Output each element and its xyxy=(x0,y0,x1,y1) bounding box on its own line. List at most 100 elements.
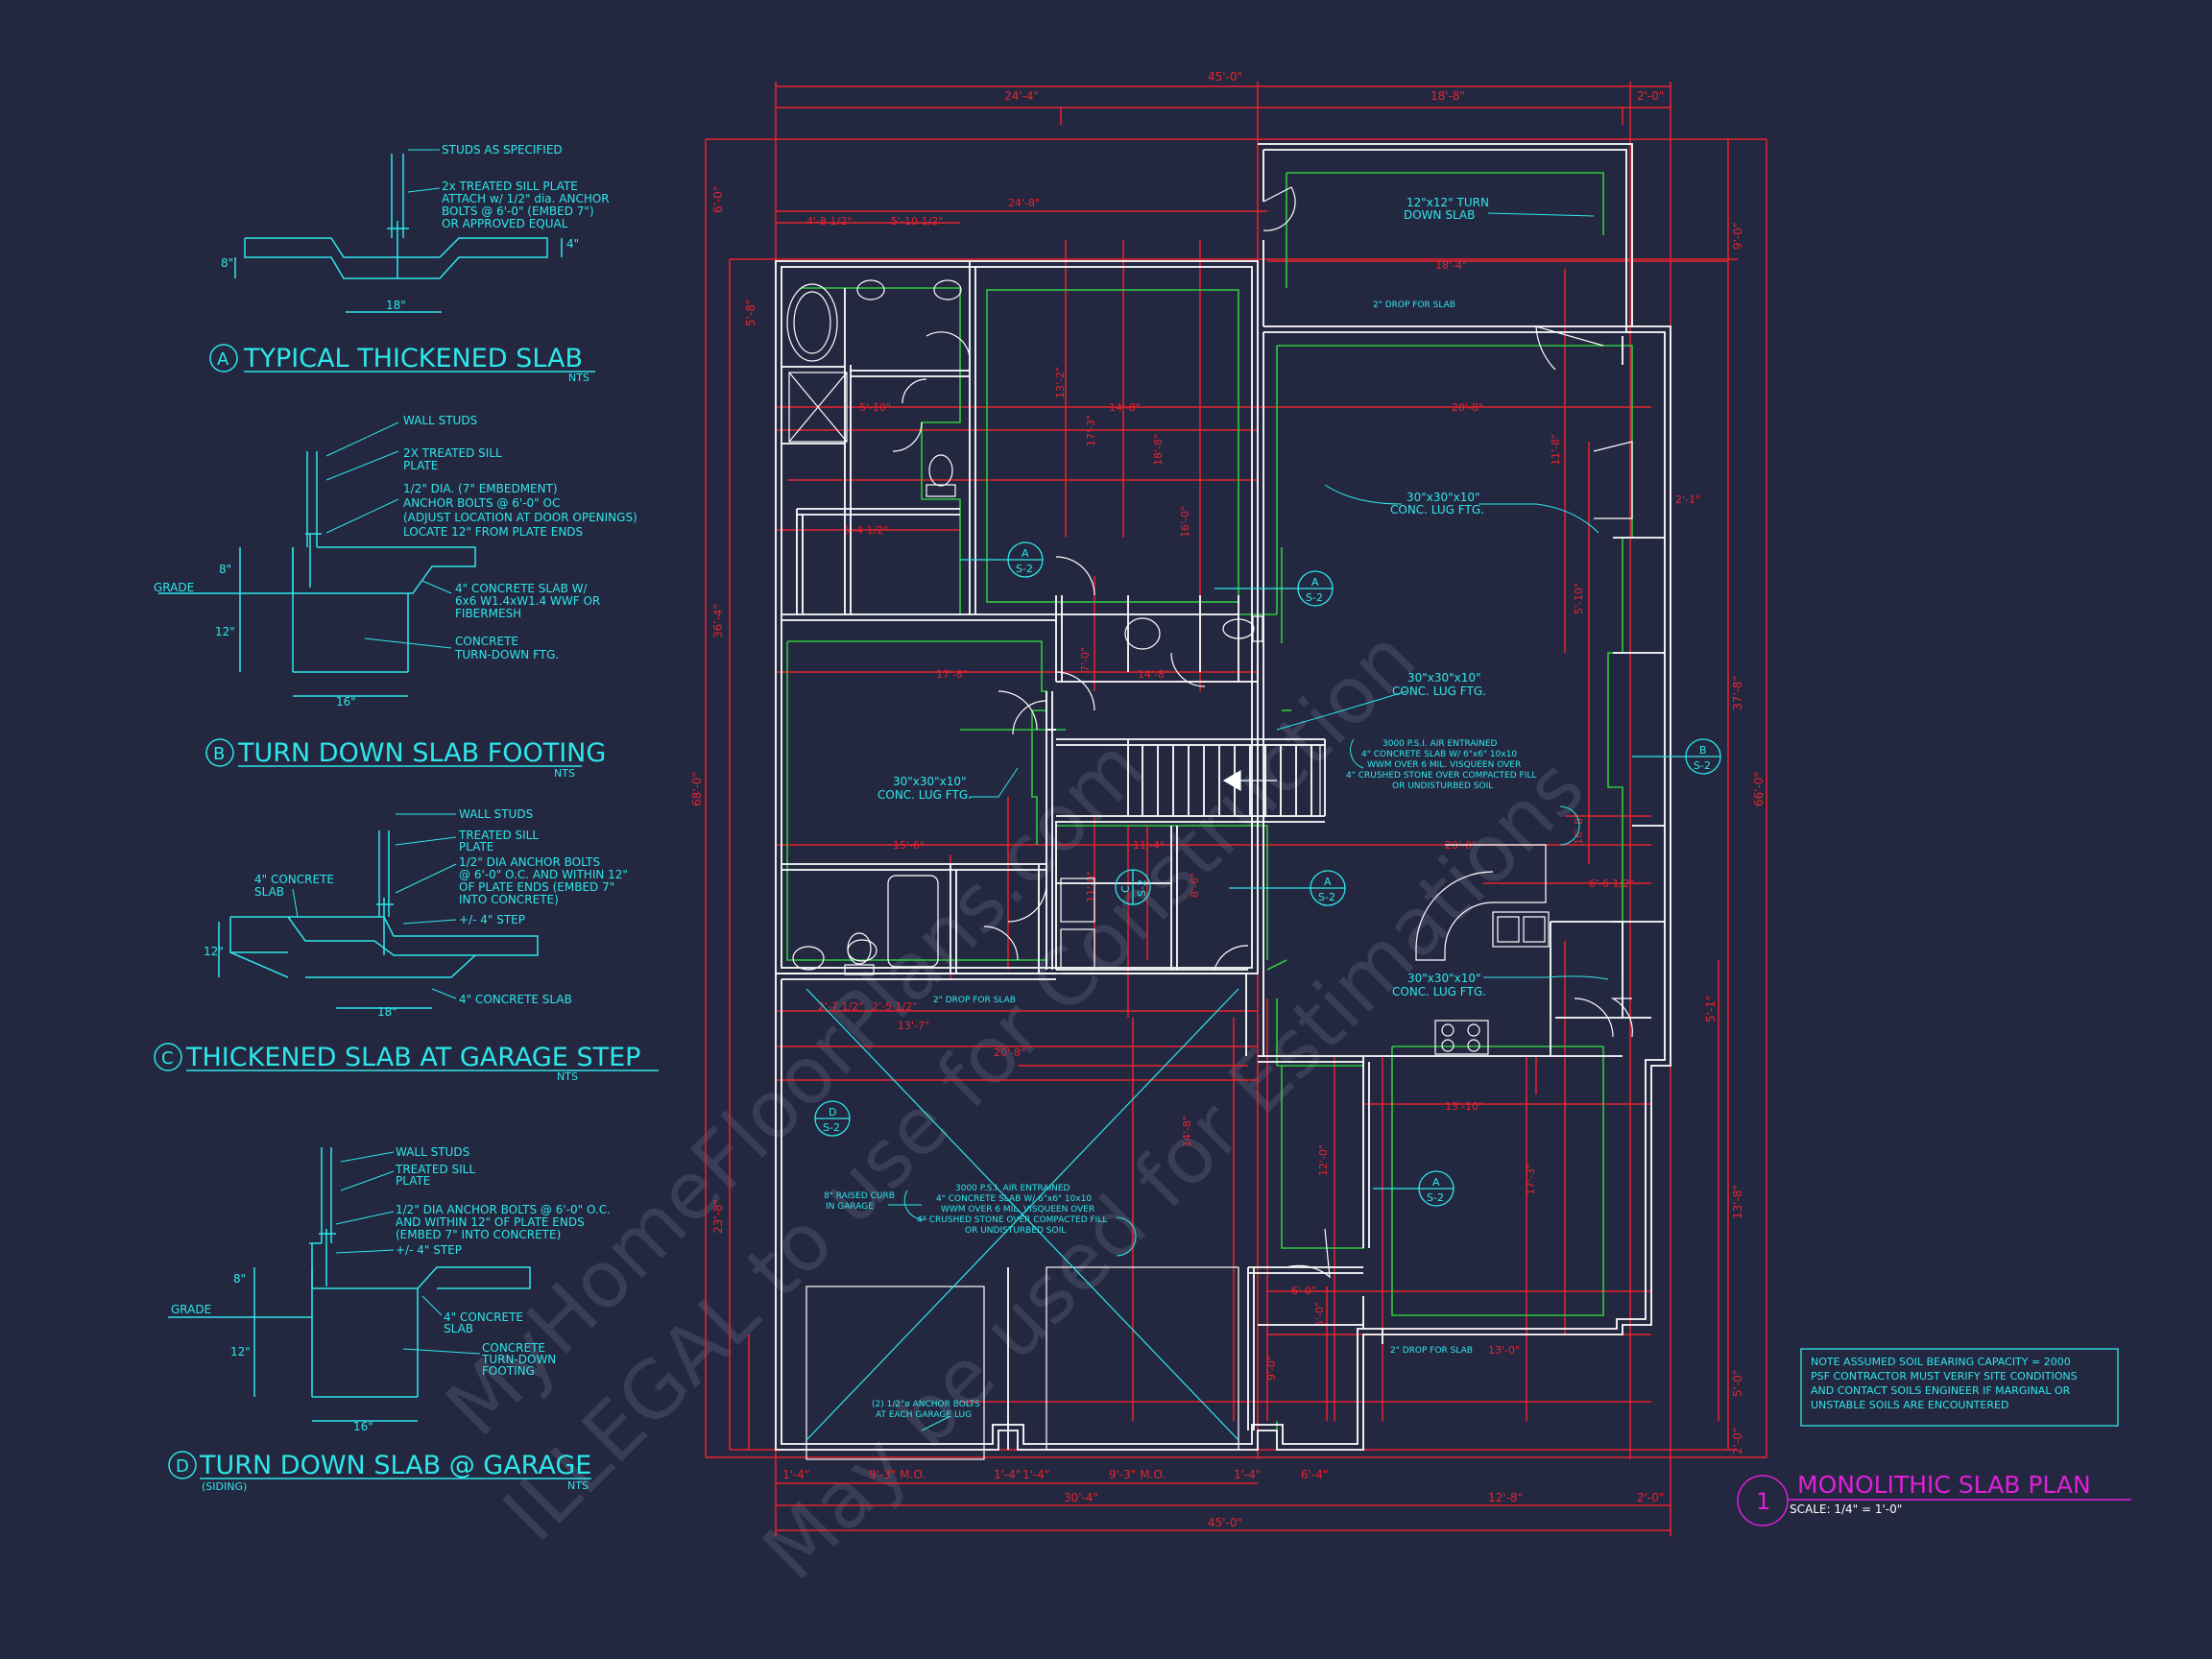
garage-spec-4: 4" CRUSHED STONE OVER COMPACTED FILL xyxy=(917,1215,1107,1225)
drop-for-slab-top: 2" DROP FOR SLAB xyxy=(1373,301,1455,310)
detail-c-left-note-2: SLAB xyxy=(254,885,284,899)
dim-interior-21: 20'-8" xyxy=(994,1046,1025,1059)
dim-bottom-small-1: 1'-4" xyxy=(782,1468,809,1481)
turn-down-slab-label-1: 12"x12" TURN xyxy=(1407,196,1489,209)
detail-c-note-3: PLATE xyxy=(459,840,493,854)
soil-note-line-4: UNSTABLE SOILS ARE ENCOUNTERED xyxy=(1811,1399,2008,1411)
dim-interior-3: 5'-10 1/2" xyxy=(891,215,943,228)
tub-oval xyxy=(786,283,838,362)
anchor-bolts-2: AT EACH GARAGE LUG xyxy=(876,1410,972,1420)
section-callouts xyxy=(814,541,1721,1207)
dim-interior-29: 5'-0" xyxy=(1313,1302,1326,1327)
callout-1-sheet: S-2 xyxy=(1016,563,1033,575)
callout-7-letter: D xyxy=(829,1106,836,1118)
detail-b-note-1: WALL STUDS xyxy=(403,414,477,427)
garage-spec-3: WWM OVER 6 MIL. VISQUEEN OVER xyxy=(941,1205,1094,1214)
dim-interior-10: 18'-8" xyxy=(1152,434,1165,466)
dim-interior-4: 18'-4" xyxy=(1435,259,1467,272)
title-scale: SCALE: 1/4" = 1'-0" xyxy=(1790,1503,1902,1516)
toilet-4 xyxy=(847,932,872,965)
dim-right-upper: 37'-8" xyxy=(1731,676,1744,710)
detail-b-note-10: FIBERMESH xyxy=(455,607,521,620)
turn-down-slab-label-2: DOWN SLAB xyxy=(1404,208,1475,222)
detail-c-note-6: OF PLATE ENDS (EMBED 7" xyxy=(459,880,614,894)
detail-d-title: TURN DOWN SLAB @ GARAGE xyxy=(199,1451,591,1480)
detail-b-note-9: 6x6 W1.4xW1.4 WWF OR xyxy=(455,594,600,608)
detail-c-note-4: 1/2" DIA ANCHOR BOLTS xyxy=(459,855,600,869)
raised-curb-2: IN GARAGE xyxy=(826,1202,874,1212)
title-number: 1 xyxy=(1756,1488,1770,1515)
callout-1-letter: A xyxy=(1022,547,1029,560)
detail-d-subtitle: (SIDING) xyxy=(202,1480,247,1493)
dim-bottom-overall: 45'-0" xyxy=(1208,1516,1242,1529)
dim-interior-24: 13'-10" xyxy=(1445,1100,1483,1113)
detail-a-letter: A xyxy=(217,349,229,370)
dim-bottom-small-3: 1'-4" xyxy=(994,1468,1021,1481)
dim-top-left: 24'-4" xyxy=(1004,89,1039,103)
callout-2-letter: A xyxy=(1311,576,1319,589)
sink-2 xyxy=(933,279,962,301)
dim-interior-5: 5'-10" xyxy=(859,401,891,414)
dim-left-top: 6'-0" xyxy=(711,186,725,213)
slab-spec-3: WWM OVER 6 MIL. VISQUEEN OVER xyxy=(1367,760,1521,770)
detail-c-dim-depth: 12" xyxy=(204,945,224,958)
callout-4-sheet: S-2 xyxy=(1427,1191,1444,1204)
lug-footing-1a: 30"x30"x10" xyxy=(1407,491,1480,504)
dim-interior-7: 20'-8" xyxy=(1452,401,1483,414)
range xyxy=(1434,1020,1489,1055)
dim-top-mid: 18'-8" xyxy=(1431,89,1465,103)
sink-1 xyxy=(856,279,885,301)
detail-d-note-5: AND WITHIN 12" OF PLATE ENDS xyxy=(396,1215,585,1229)
detail-d-note-9: SLAB xyxy=(444,1322,473,1335)
lug-footing-2a: 30"x30"x10" xyxy=(1407,671,1481,685)
detail-d-letter: D xyxy=(176,1456,189,1477)
detail-b-note-2: 2X TREATED SILL xyxy=(403,446,502,460)
drop-for-slab-bottom: 2" DROP FOR SLAB xyxy=(1390,1346,1473,1356)
dim-left-overall: 68'-0" xyxy=(690,772,704,806)
callout-6-sheet: S-2 xyxy=(1136,879,1148,897)
dim-interior-8: 13'-2" xyxy=(1054,367,1067,398)
dimension-grid xyxy=(705,82,1767,1536)
detail-b-note-3: PLATE xyxy=(403,459,438,472)
callout-5-sheet: S-2 xyxy=(1694,759,1711,772)
toilet-2 xyxy=(1222,618,1255,639)
slab-spec-5: OR UNDISTURBED SOIL xyxy=(1392,781,1493,791)
detail-b-note-12: TURN-DOWN FTG. xyxy=(454,648,559,661)
soil-note-line-2: PSF CONTRACTOR MUST VERIFY SITE CONDITIO… xyxy=(1811,1370,2078,1382)
callout-4-letter: A xyxy=(1432,1176,1440,1189)
soil-note: NOTE ASSUMED SOIL BEARING CAPACITY = 200… xyxy=(1800,1348,2119,1427)
detail-a-marker xyxy=(209,344,238,373)
drop-for-slab-mid: 2" DROP FOR SLAB xyxy=(933,996,1016,1005)
dim-interior-26: 12'-0" xyxy=(1317,1144,1330,1176)
detail-d-grade: GRADE xyxy=(171,1303,211,1316)
dim-left-lower: 23'-8" xyxy=(711,1199,725,1234)
title-text: MONOLITHIC SLAB PLAN xyxy=(1797,1471,2091,1499)
detail-a-note-4: BOLTS @ 6'-0" (EMBED 7") xyxy=(442,204,594,218)
detail-b-dim-width: 16" xyxy=(336,695,356,709)
dim-bottom-small-4: 1'-4" xyxy=(1022,1468,1049,1481)
dim-top-overall: 45'-0" xyxy=(1208,70,1242,84)
dim-bottom-small-5: 9'-3" M.O. xyxy=(1109,1468,1166,1481)
detail-b-scale: NTS xyxy=(554,767,575,780)
detail-c-note-5: @ 6'-0" O.C. AND WITHIN 12" xyxy=(459,868,628,881)
detail-a-note-1: STUDS AS SPECIFIED xyxy=(442,143,563,156)
dim-interior-23: 2'-5 1/2" xyxy=(872,1000,917,1013)
dim-interior-13: 7'-0" xyxy=(1079,647,1092,672)
detail-d-note-2: TREATED SILL xyxy=(395,1163,475,1176)
garage-door-1 xyxy=(805,1286,985,1460)
detail-d: WALL STUDS TREATED SILL PLATE 1/2" DIA A… xyxy=(168,1145,611,1493)
detail-c-note-8: +/- 4" STEP xyxy=(459,913,525,926)
fixtures xyxy=(786,279,1551,1460)
callout-6-letter: C xyxy=(1119,885,1132,893)
detail-b-grade: GRADE xyxy=(154,581,194,594)
dim-interior-12: 17'-8" xyxy=(936,668,968,681)
lug-footing-2b: CONC. LUG FTG. xyxy=(1392,685,1486,698)
dim-interior-11: 6'-4 1/2" xyxy=(843,524,888,537)
detail-c-note-1: WALL STUDS xyxy=(459,807,533,821)
detail-d-note-7: +/- 4" STEP xyxy=(396,1243,462,1257)
dim-interior-34: 11'-8" xyxy=(1550,434,1562,466)
dim-interior-9: 17'-3" xyxy=(1085,415,1097,446)
dim-interior-27: 13'-0" xyxy=(1488,1344,1520,1357)
callout-5-letter: B xyxy=(1699,744,1707,757)
